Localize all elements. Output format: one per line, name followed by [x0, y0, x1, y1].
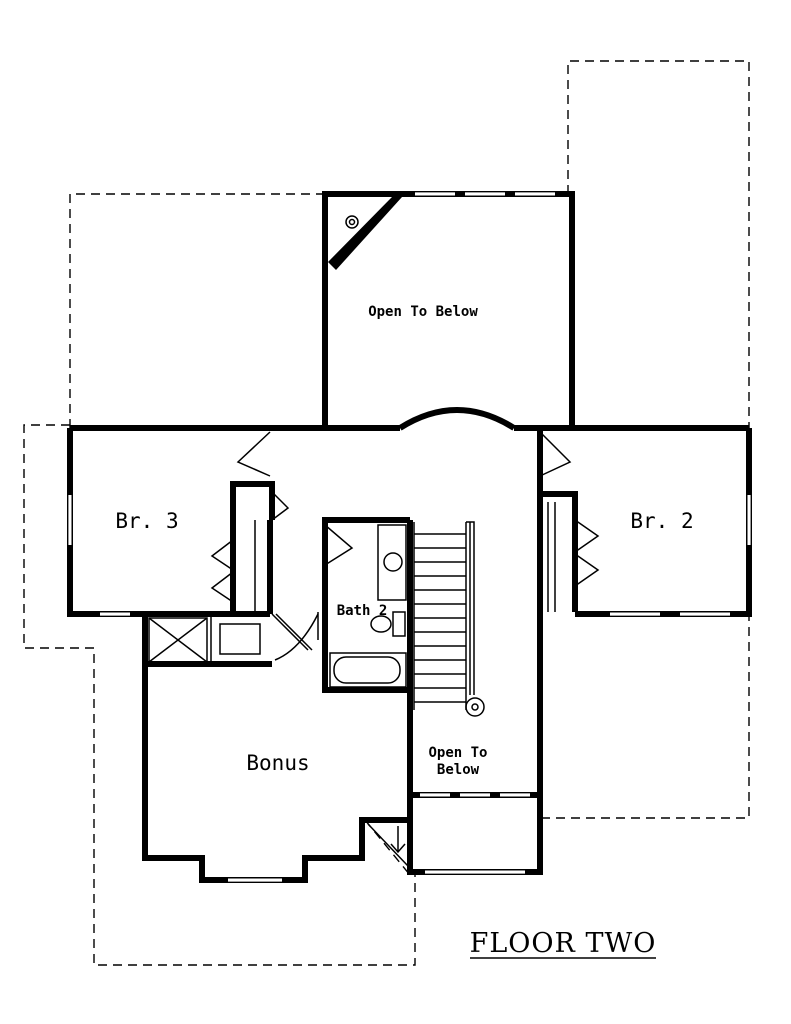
- roof-outlines: [23, 60, 750, 966]
- toilet-icon: [370, 615, 392, 633]
- wall-bay: [398, 407, 516, 431]
- stair-treads: [414, 533, 466, 703]
- label-bonus: Bonus: [246, 751, 309, 775]
- arrow-down-icon: [390, 843, 406, 854]
- label-open-to-below-stair-line2: Below: [437, 762, 480, 778]
- closet-fixtures: [148, 616, 261, 663]
- chase-diagonal: [328, 197, 402, 270]
- windows: [68, 192, 751, 882]
- porch-detail: [367, 823, 409, 867]
- label-bath-2: Bath 2: [337, 603, 388, 619]
- walls: [67, 191, 752, 883]
- wall-stair-right: [407, 612, 543, 875]
- bathtub-icon: [329, 652, 407, 688]
- doors: [210, 431, 600, 661]
- wall-closet-br3: [230, 481, 275, 614]
- label-open-to-below-top: Open To Below: [368, 304, 478, 320]
- roof-outline-left-top: [69, 193, 325, 428]
- roof-outline-left: [23, 424, 416, 966]
- label-bedroom-2: Br. 2: [630, 509, 693, 533]
- chase-wall: [328, 197, 402, 270]
- stairs: [413, 521, 485, 717]
- porch-roof-diagonal: [364, 819, 411, 876]
- label-open-to-below-stair-line1: Open To: [428, 745, 487, 761]
- roof-outline-right: [540, 612, 750, 819]
- plan-title: FLOOR TWO: [470, 928, 657, 959]
- wall-bath-2: [322, 517, 410, 693]
- bath-fixtures: [329, 524, 407, 688]
- wall-bonus: [142, 614, 410, 883]
- roof-outline-right-top: [567, 60, 750, 428]
- label-bedroom-3: Br. 3: [115, 509, 178, 533]
- wall-closet-br2: [537, 491, 578, 612]
- flue-icon: [345, 215, 359, 229]
